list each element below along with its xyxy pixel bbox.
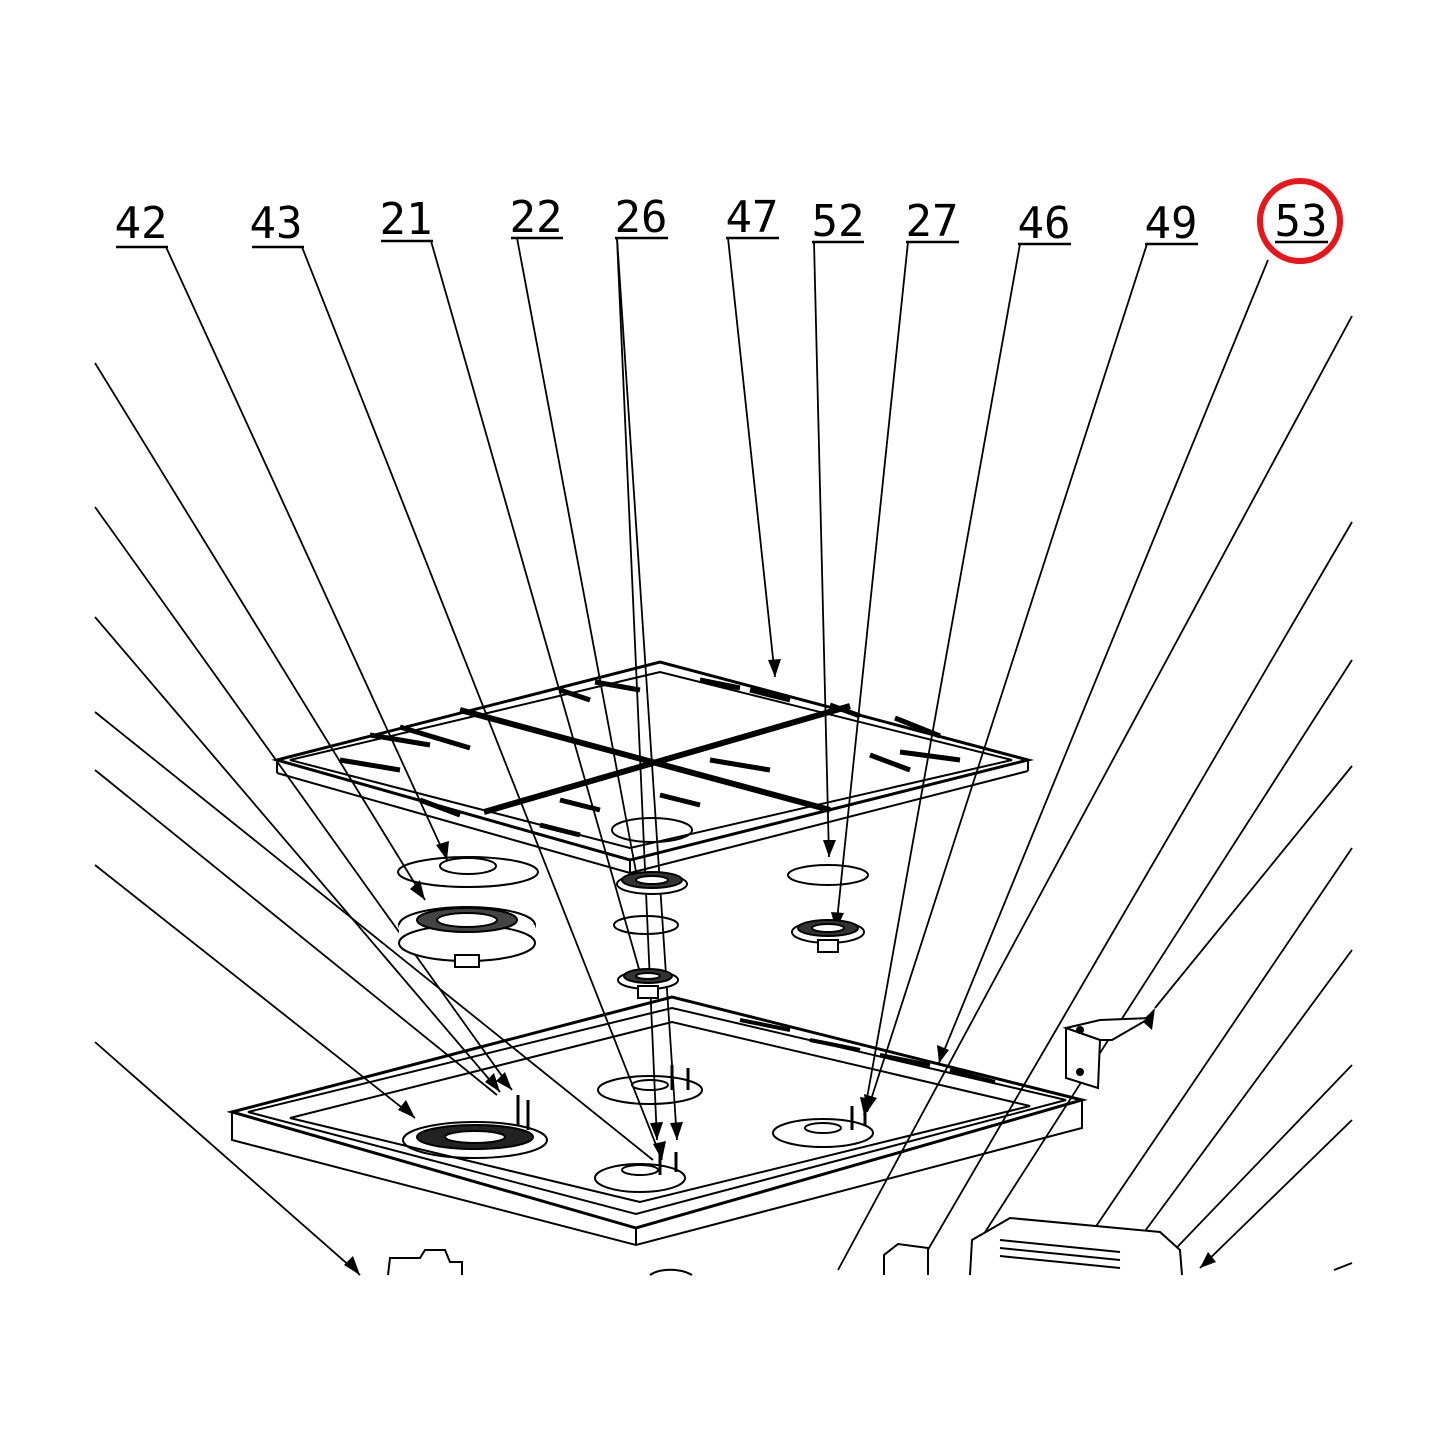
leader-22 (516, 237, 641, 894)
leader-right-7 (1159, 1064, 1353, 1266)
callout-labels: 42 43 21 22 26 47 52 27 (115, 178, 1343, 264)
callout-label-49: 49 (1145, 198, 1198, 249)
callout-label-46: 46 (1018, 198, 1071, 249)
leader-right-6 (1119, 949, 1353, 1266)
callout-label-43: 43 (250, 198, 303, 249)
leader-42 (165, 246, 448, 861)
leader-right-5 (1079, 847, 1353, 1251)
mounting-bracket (1062, 1017, 1151, 1090)
callout-42[interactable]: 42 (115, 198, 168, 249)
callout-label-27: 27 (906, 196, 959, 247)
leader-27 (835, 241, 909, 931)
leader-right-2 (921, 521, 1353, 1261)
leader-43 (301, 246, 663, 1161)
leader-lines (94, 237, 1353, 1276)
callout-26[interactable]: 26 (615, 192, 668, 243)
leader-right-3 (979, 659, 1353, 1241)
leader-left-3 (94, 616, 501, 1093)
hob-top-plate (226, 995, 1088, 1247)
callout-43[interactable]: 43 (250, 198, 304, 249)
leader-left-5 (94, 769, 498, 1096)
callout-47[interactable]: 47 (726, 192, 779, 243)
leader-right-9 (1333, 1262, 1353, 1271)
callout-21[interactable]: 21 (380, 194, 433, 245)
leader-left-6 (94, 864, 416, 1119)
callout-label-52: 52 (812, 196, 865, 247)
burner-heads (398, 871, 865, 999)
leader-left-4 (94, 711, 654, 1161)
burner-caps (397, 856, 869, 935)
bottom-components (387, 1216, 1183, 1276)
leader-46 (863, 243, 1021, 1116)
leader-left-7 (94, 1041, 361, 1276)
leader-right-4 (1154, 765, 1353, 1009)
crop-mask (0, 1276, 1445, 1445)
leader-53 (938, 259, 1269, 1064)
callout-46[interactable]: 46 (1018, 198, 1071, 249)
leader-52 (813, 241, 830, 858)
callout-label-22: 22 (510, 192, 563, 243)
callout-49[interactable]: 49 (1145, 198, 1198, 249)
callout-label-21: 21 (380, 194, 433, 245)
callout-label-53: 53 (1275, 196, 1328, 247)
callout-label-47: 47 (726, 192, 779, 243)
leader-47 (727, 237, 776, 678)
highlight-circle (1257, 178, 1343, 264)
leader-right-1 (837, 315, 1353, 1271)
callout-52[interactable]: 52 (812, 196, 865, 247)
leader-26b (616, 237, 678, 1141)
leader-left-1 (94, 362, 426, 901)
callout-label-42: 42 (115, 198, 168, 249)
callout-22[interactable]: 22 (510, 192, 563, 243)
leader-21 (430, 240, 646, 991)
leader-right-8 (1199, 1119, 1353, 1269)
leader-left-2 (94, 506, 513, 1091)
callout-27[interactable]: 27 (906, 196, 959, 247)
pan-support-grate (271, 660, 1034, 875)
callout-label-26: 26 (615, 192, 668, 243)
leader-49 (866, 243, 1148, 1113)
callout-53[interactable]: 53 (1257, 178, 1343, 264)
